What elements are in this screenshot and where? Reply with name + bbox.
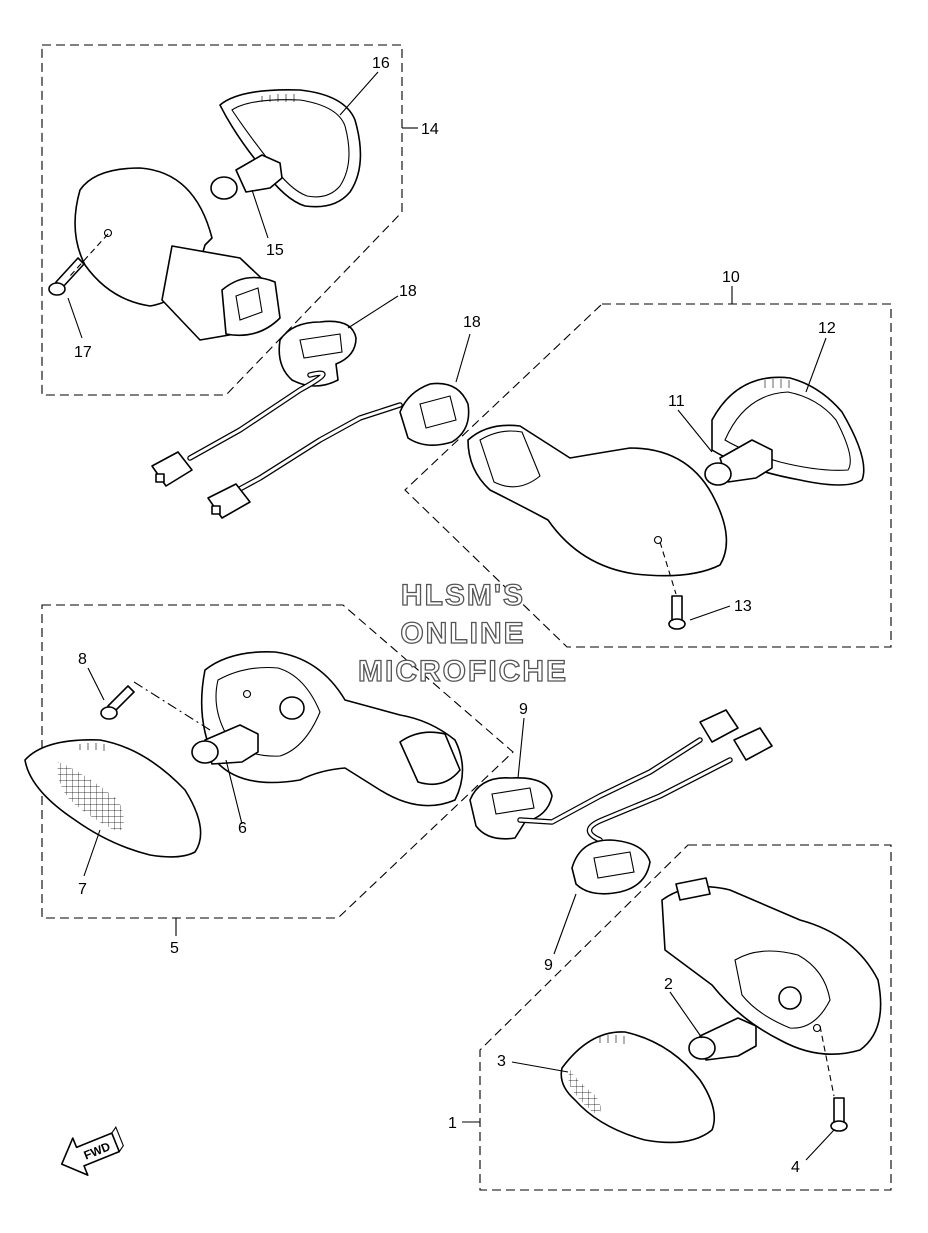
callout-18-right: 18 (463, 314, 481, 331)
wire-harness-top (187, 370, 403, 493)
callout-labels: 16 14 15 17 18 18 10 12 11 13 8 9 6 7 5 … (74, 55, 836, 1176)
callout-3: 3 (497, 1053, 506, 1070)
signal-body-10 (467, 424, 728, 577)
watermark-line-2: ONLINE (400, 617, 525, 650)
callout-5: 5 (170, 940, 179, 957)
callout-15: 15 (266, 242, 284, 259)
leader-lines (67, 71, 835, 1161)
callout-9-lower: 9 (544, 957, 553, 974)
connector-c (699, 709, 739, 743)
watermark-line-1: HLSM'S (401, 579, 525, 612)
bulb-6 (191, 724, 259, 765)
forward-arrow-icon: FWD (60, 1125, 124, 1176)
bulb-15 (210, 154, 283, 200)
lens-7 (24, 739, 202, 858)
callout-1: 1 (448, 1115, 457, 1132)
watermark: HLSM'S ONLINE MICROFICHE (357, 578, 568, 688)
callout-2: 2 (664, 976, 673, 993)
callout-13: 13 (734, 598, 752, 615)
wire-harness-bottom (517, 737, 733, 843)
grommet-18-left (278, 320, 357, 387)
signal-body-14 (74, 167, 281, 341)
signal-body-5 (200, 651, 464, 807)
callout-10: 10 (722, 269, 740, 286)
assembly-boundary-14 (41, 44, 403, 396)
screw-4 (830, 1097, 848, 1132)
callout-6: 6 (238, 820, 247, 837)
lens-3 (560, 1031, 716, 1144)
grommet-9-upper (469, 777, 553, 840)
assembly-boundary-1 (479, 844, 892, 1191)
assembly-boundary-10 (404, 303, 892, 648)
callout-4: 4 (791, 1159, 800, 1176)
watermark-line-3: MICROFICHE (358, 655, 568, 688)
callout-9-upper: 9 (519, 701, 528, 718)
callout-8: 8 (78, 651, 87, 668)
callout-12: 12 (818, 320, 836, 337)
lens-16 (219, 88, 362, 208)
bulb-11 (704, 439, 773, 486)
callout-18-left: 18 (399, 283, 417, 300)
assembly-boundary-5 (41, 604, 514, 919)
screw-13 (668, 595, 686, 630)
connector-a (151, 451, 193, 487)
screw-17 (48, 257, 85, 296)
connector-d (733, 727, 773, 761)
bulb-2 (688, 1017, 757, 1061)
callout-14: 14 (421, 121, 439, 138)
screw-8 (100, 685, 135, 720)
callout-11: 11 (668, 393, 685, 410)
connector-b (207, 483, 251, 519)
callout-7: 7 (78, 881, 87, 898)
callout-16: 16 (372, 55, 390, 72)
callout-17: 17 (74, 344, 92, 361)
grommet-18-right (399, 382, 470, 446)
grommet-9-lower (571, 839, 651, 895)
